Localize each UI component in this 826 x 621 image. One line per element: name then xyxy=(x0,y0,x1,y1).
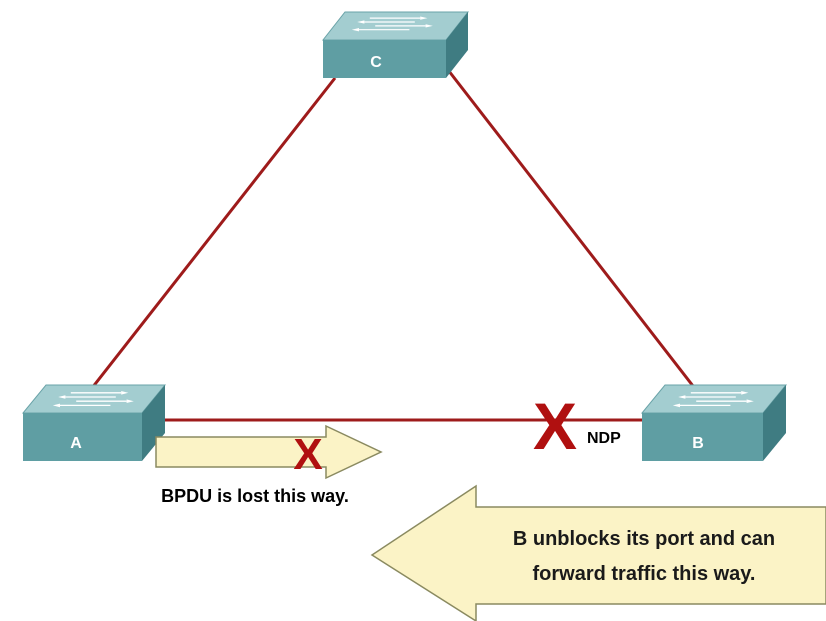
ndp-label: NDP xyxy=(587,430,621,447)
forward-note-line1: B unblocks its port and can xyxy=(513,528,775,550)
switch-b: B xyxy=(640,384,788,461)
bpdu-lost-caption: BPDU is lost this way. xyxy=(161,486,349,506)
bpdu-arrow xyxy=(155,424,383,480)
forward-note-line2: forward traffic this way. xyxy=(532,563,755,585)
switch-b-label: B xyxy=(692,435,704,452)
switch-a-label: A xyxy=(70,435,82,452)
switch-a: A xyxy=(21,384,167,461)
bpdu-lost-x-icon: X xyxy=(293,430,322,479)
forward-arrow xyxy=(370,484,826,621)
link-a-c xyxy=(90,77,337,389)
blocked-port-x-icon: X xyxy=(533,389,577,463)
switch-c: C xyxy=(321,11,470,78)
link-c-b xyxy=(443,65,695,387)
switch-c-label: C xyxy=(370,54,382,71)
